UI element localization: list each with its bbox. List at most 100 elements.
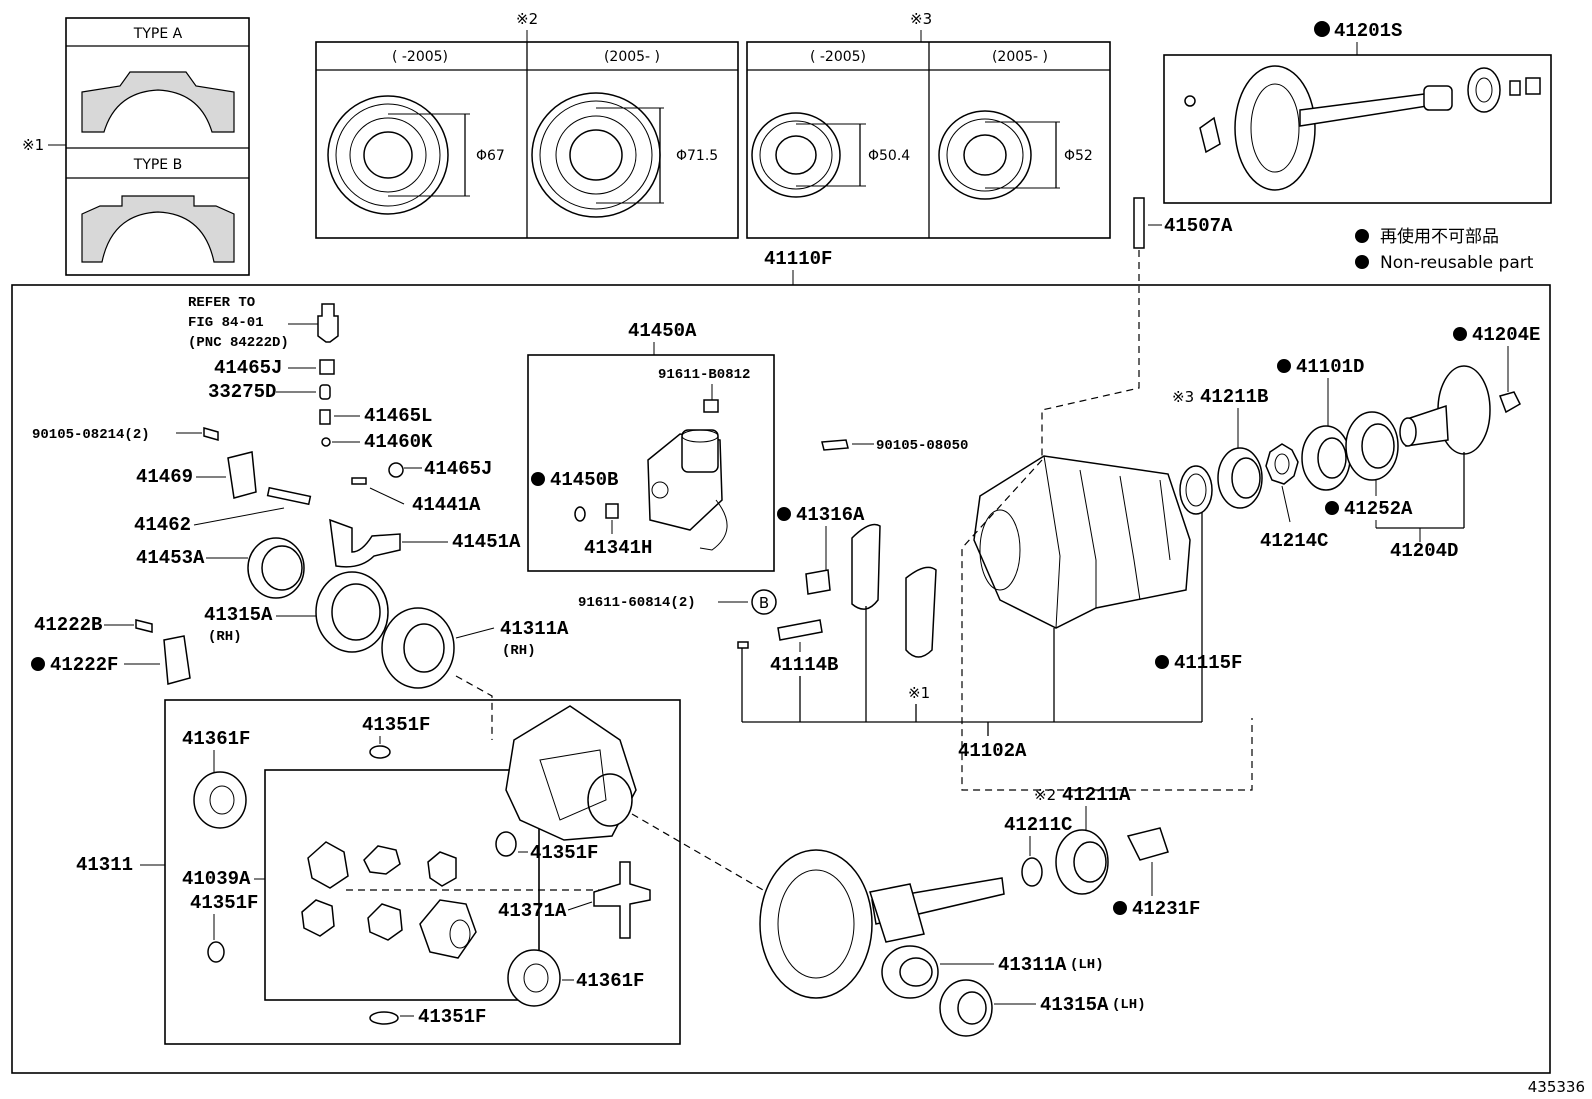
note-2-label: ※2 (516, 10, 538, 28)
bearing-cap-1-icon (851, 523, 881, 610)
part-41101D[interactable]: 41101D (1296, 356, 1364, 378)
circle-b-label: B (759, 594, 769, 612)
part-41311A-rh[interactable]: 41311A (500, 618, 569, 640)
part-41204E[interactable]: 41204E (1472, 324, 1540, 346)
part-41211C[interactable]: 41211C (1004, 814, 1072, 836)
part-41311A-lh[interactable]: 41311A (998, 954, 1067, 976)
part-41110F[interactable]: 41110F (764, 248, 832, 270)
dim-67: Φ67 (476, 148, 505, 164)
part-41231F[interactable]: 41231F (1132, 898, 1200, 920)
lock-plate-41222F-icon (163, 635, 191, 685)
bearing-41211B-icon (1217, 447, 1263, 509)
part-41371A[interactable]: 41371A (498, 900, 567, 922)
gear-set-box (264, 769, 540, 1001)
part-41315A-lh[interactable]: 41315A (1040, 994, 1109, 1016)
circle-b-marker (751, 589, 777, 615)
part-41469[interactable]: 41469 (136, 466, 193, 488)
dim-52: Φ52 (1064, 148, 1093, 164)
note-1-label: ※1 (22, 136, 44, 154)
bearing-52-icon (938, 110, 1032, 200)
part-41465L[interactable]: 41465L (364, 405, 432, 427)
part-41102A[interactable]: 41102A (958, 740, 1027, 762)
ball-icon (321, 437, 331, 447)
spacer-41211C-icon (1021, 857, 1043, 887)
thrust-washer-41361F-2-icon (507, 949, 561, 1007)
switch-icon (317, 303, 339, 343)
part-41115F[interactable]: 41115F (1174, 652, 1242, 674)
part-41311[interactable]: 41311 (76, 854, 133, 876)
part-41252A[interactable]: 41252A (1344, 498, 1413, 520)
legend: 再使用不可部品 Non-reusable part (1355, 226, 1534, 273)
part-41450A[interactable]: 41450A (628, 320, 697, 342)
part-41311A-rh-suffix: (RH) (502, 643, 536, 659)
bolt-41222B-icon (135, 619, 153, 633)
seal-41115F-icon (1179, 465, 1213, 515)
part-41315A-rh[interactable]: 41315A (204, 604, 273, 626)
diagram-id: 435336 (1528, 1078, 1585, 1096)
bearing-41211A-icon (1055, 829, 1109, 895)
part-41214C[interactable]: 41214C (1260, 530, 1328, 552)
part-41451A[interactable]: 41451A (452, 531, 521, 553)
bearing-panel-3: ※3 ( -2005) (2005- ) Φ50.4 Φ52 (746, 10, 1111, 239)
nut-icon (1525, 77, 1541, 95)
part-41462[interactable]: 41462 (134, 514, 191, 536)
part-91611-60814[interactable]: 91611-60814(2) (578, 595, 696, 611)
part-41351F-1[interactable]: 41351F (362, 714, 430, 736)
part-41211A[interactable]: 41211A (1062, 784, 1131, 806)
nut-41204E-icon (1499, 391, 1521, 414)
pin-41507A-icon (1133, 197, 1145, 249)
part-41222B[interactable]: 41222B (34, 614, 102, 636)
ring-pinion-kit-panel: 41201S (1163, 20, 1552, 204)
part-41316A[interactable]: 41316A (796, 504, 865, 526)
legend-jp: 再使用不可部品 (1380, 226, 1499, 247)
note-1-ref: ※1 (908, 684, 930, 702)
part-41204D[interactable]: 41204D (1390, 540, 1458, 562)
part-41361F-1[interactable]: 41361F (182, 728, 250, 750)
part-41507A[interactable]: 41507A (1164, 215, 1233, 237)
part-41453A[interactable]: 41453A (136, 547, 205, 569)
part-90105-08050[interactable]: 90105-08050 (876, 438, 968, 454)
actuator-panel (527, 354, 775, 572)
part-41315A-lh-suffix: (LH) (1112, 997, 1146, 1013)
part-41465J-2[interactable]: 41465J (424, 458, 492, 480)
actuator-icon (647, 429, 728, 551)
part-41201S[interactable]: 41201S (1334, 20, 1402, 42)
part-91611-B0812[interactable]: 91611-B0812 (658, 367, 750, 383)
part-41211B[interactable]: 41211B (1200, 386, 1268, 408)
part-41114B[interactable]: 41114B (770, 654, 838, 676)
bearing-cup-41315A-lh-icon (939, 979, 993, 1037)
part-41351F-3[interactable]: 41351F (530, 842, 598, 864)
plug-41465J-icon (388, 462, 404, 478)
note-3-ref: ※3 (1172, 388, 1194, 406)
assembly-frame (11, 284, 1551, 1074)
part-41222F[interactable]: 41222F (50, 654, 118, 676)
dust-deflector-41252A-icon (1345, 411, 1399, 481)
part-41351F-2[interactable]: 41351F (190, 892, 258, 914)
part-41341H[interactable]: 41341H (584, 537, 652, 559)
part-41361F-2[interactable]: 41361F (576, 970, 644, 992)
part-41465J-1[interactable]: 41465J (214, 357, 282, 379)
bearing-cap-type-b-icon (81, 195, 235, 263)
part-41351F-4[interactable]: 41351F (418, 1006, 486, 1028)
shaft-41462-icon (266, 486, 312, 506)
bearing-50-4-icon (751, 112, 841, 198)
plug-icon (319, 359, 335, 375)
part-33275D[interactable]: 33275D (208, 381, 276, 403)
part-41460K[interactable]: 41460K (364, 431, 433, 453)
non-reusable-marker (31, 657, 45, 671)
part-41315A-rh-suffix: (RH) (208, 629, 242, 645)
washer-41351F-1-icon (369, 745, 391, 759)
panel3-col2-header: (2005- ) (992, 49, 1048, 65)
part-90105-08214[interactable]: 90105-08214(2) (32, 427, 150, 443)
part-41441A[interactable]: 41441A (412, 494, 481, 516)
side-gear-2-icon (301, 899, 335, 937)
washer-41351F-4-icon (369, 1011, 399, 1025)
bolt-b0812-icon (703, 399, 719, 413)
seal-icon (1467, 67, 1501, 113)
dim-50-4: Φ50.4 (868, 148, 910, 164)
part-41311A-lh-suffix: (LH) (1070, 957, 1104, 973)
diff-case-icon (505, 705, 637, 841)
part-41039A[interactable]: 41039A (182, 868, 251, 890)
side-gear-3-icon (419, 899, 477, 959)
part-41450B[interactable]: 41450B (550, 469, 618, 491)
